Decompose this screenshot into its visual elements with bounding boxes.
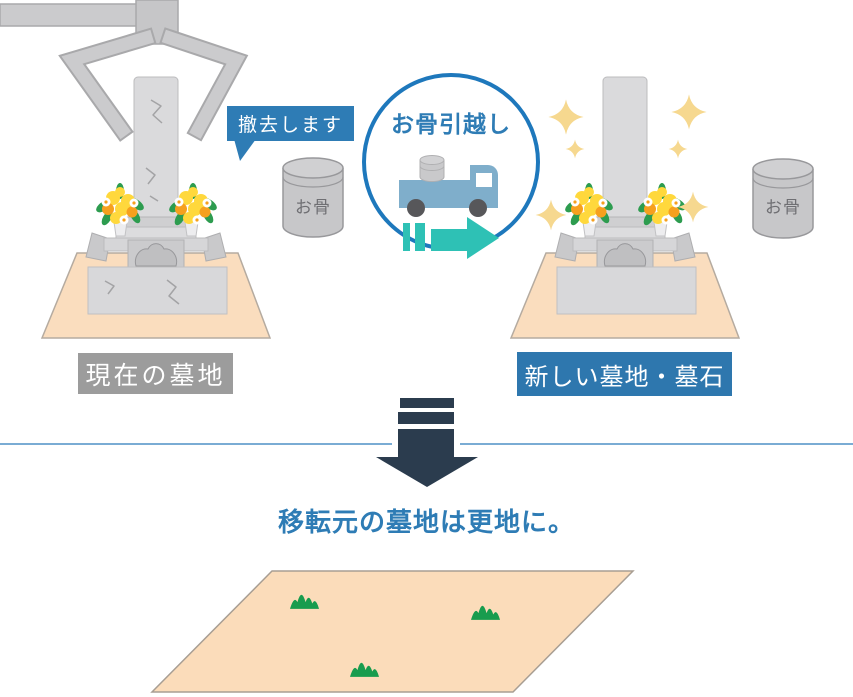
urn-right-label: お骨	[765, 198, 801, 218]
vacant-lot	[150, 570, 635, 693]
current-grave-caption: 現在の墓地	[78, 353, 233, 394]
transfer-circle-label: お骨引越し	[391, 112, 511, 138]
transfer-circle	[362, 73, 540, 259]
new-grave-caption: 新しい墓地・墓石	[517, 352, 732, 396]
vacant-lot-caption: 移転元の墓地は更地に。	[277, 508, 575, 538]
arrow-right-icon	[403, 217, 499, 259]
truck-icon	[399, 155, 498, 217]
remove-bubble-label: 撤去します	[227, 106, 354, 141]
gravestone-old	[42, 77, 270, 338]
crane-claw-icon	[0, 0, 249, 142]
urn-left-label: お骨	[295, 198, 331, 218]
down-arrow-icon	[376, 398, 478, 487]
speech-bubble-icon	[234, 139, 256, 161]
crack-marks	[104, 99, 180, 305]
